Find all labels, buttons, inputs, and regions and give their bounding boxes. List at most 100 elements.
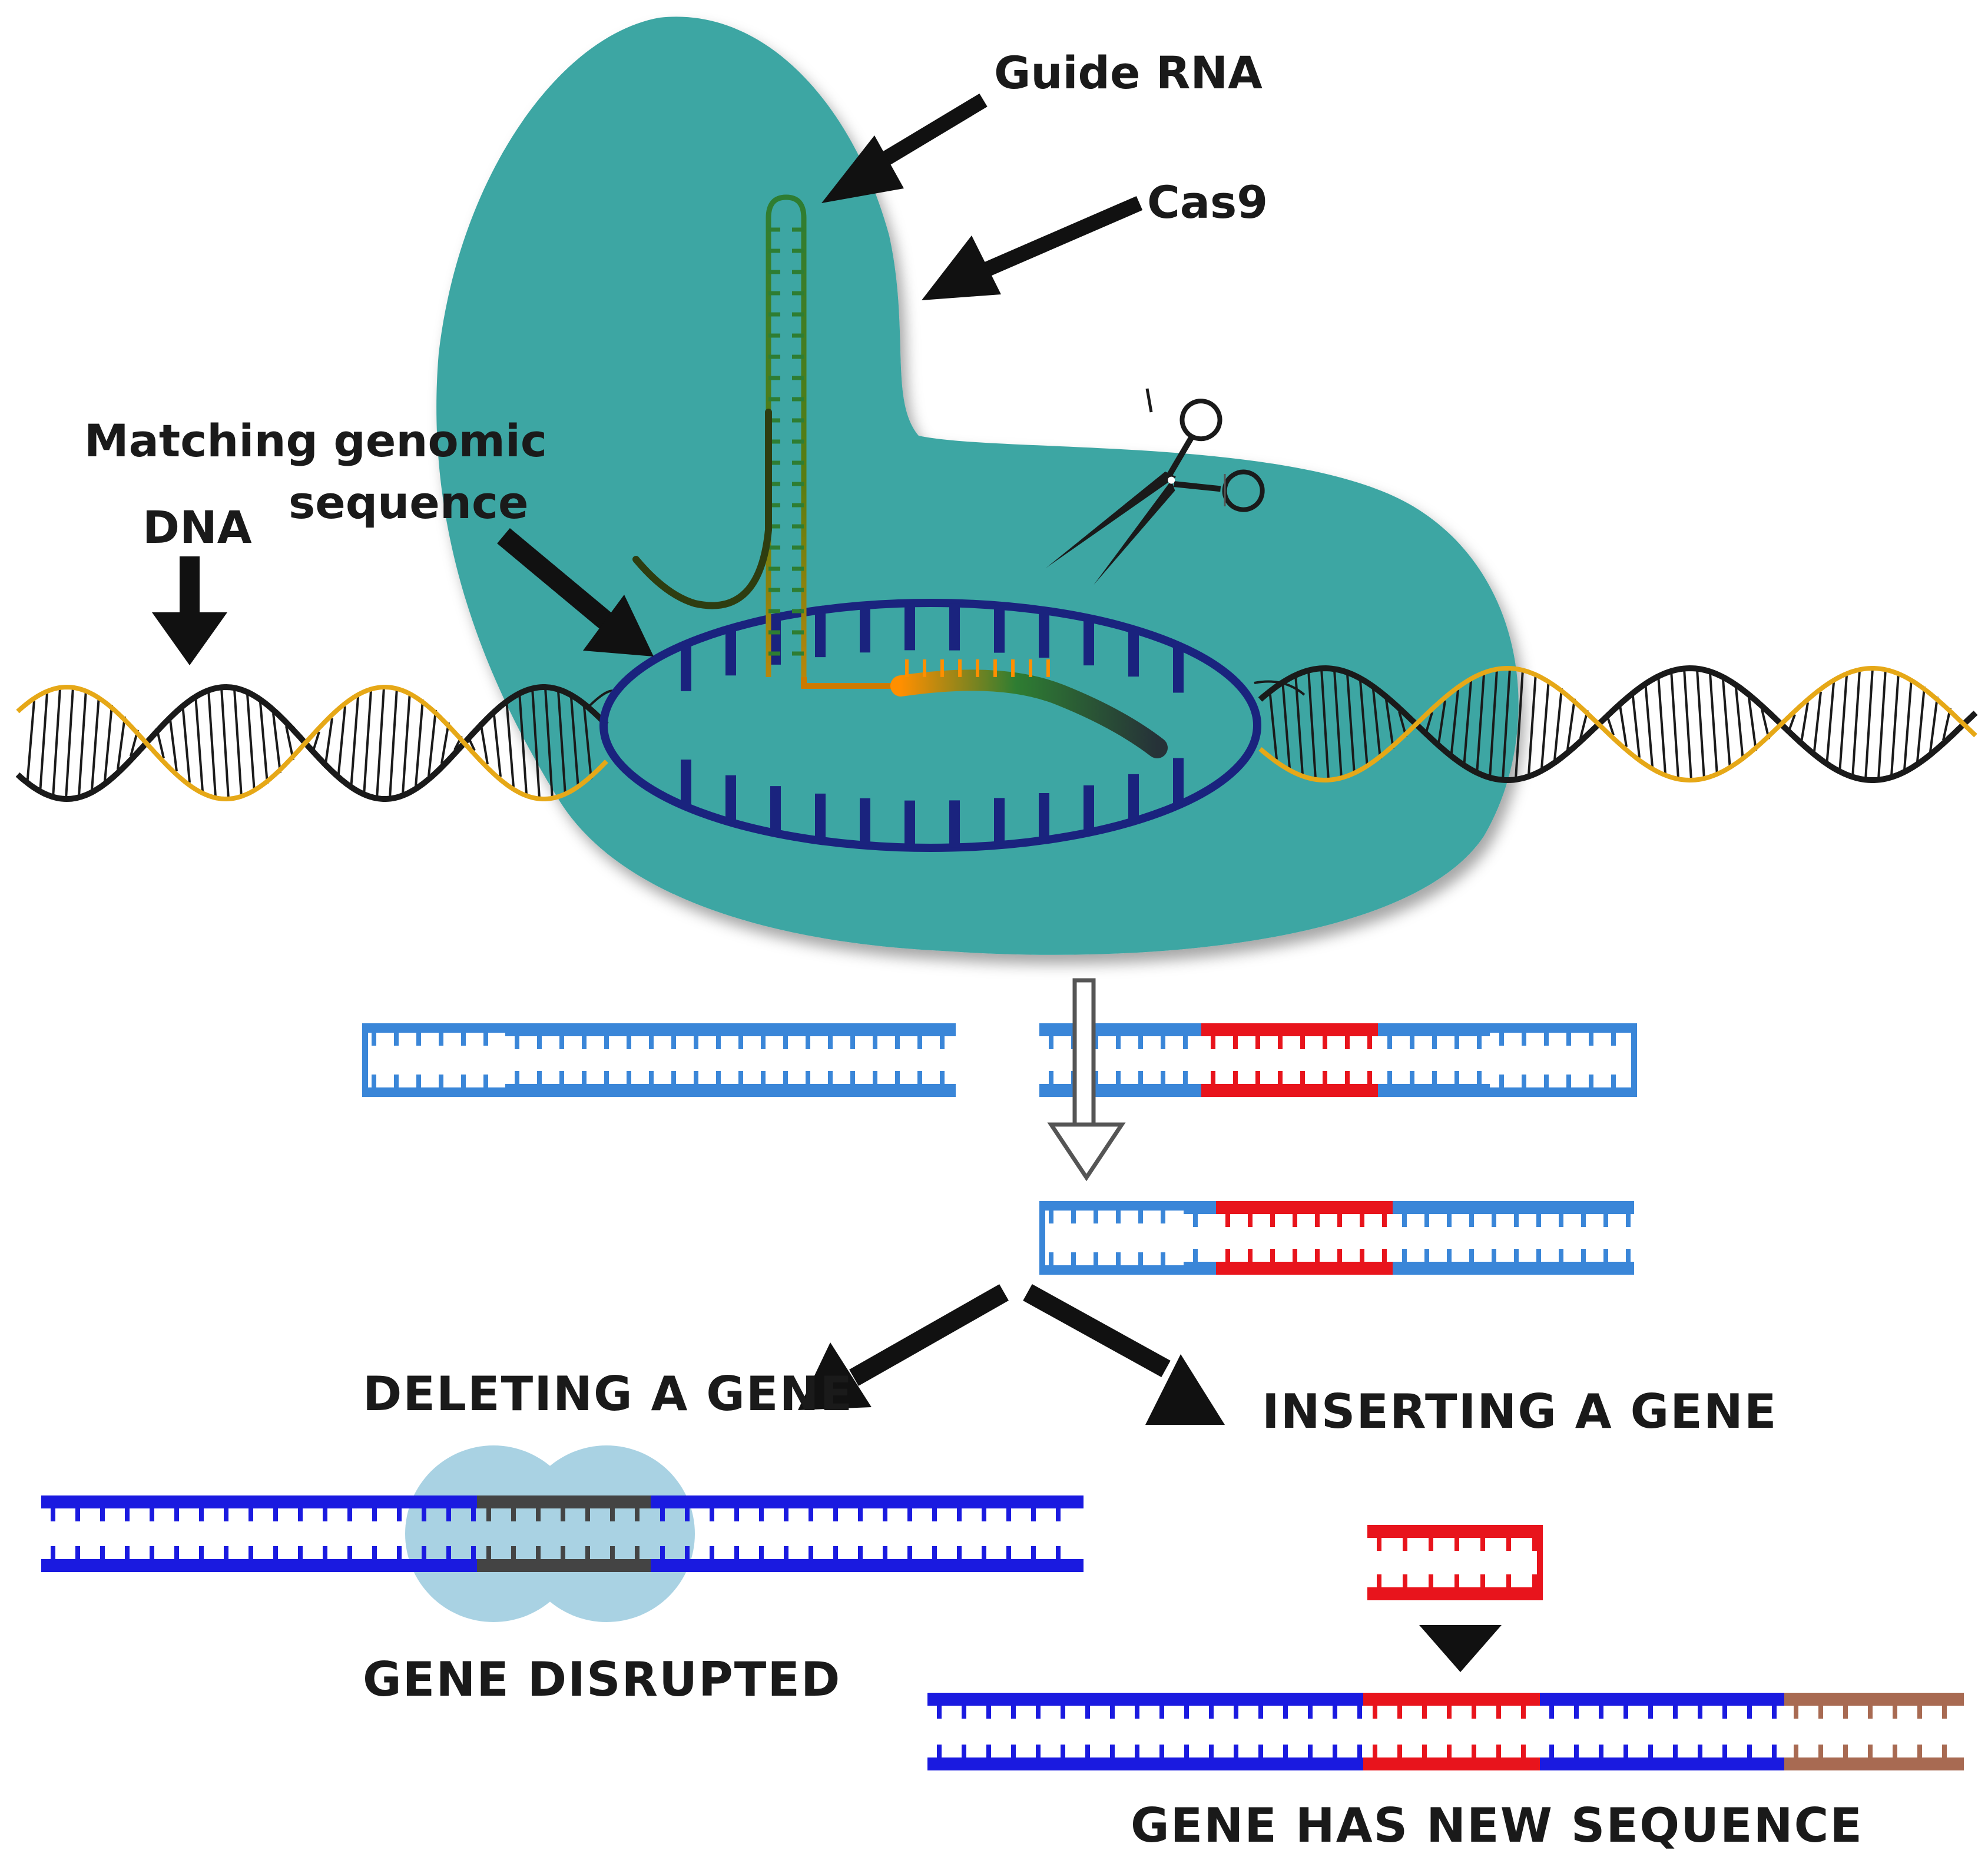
base-pair bbox=[1372, 689, 1381, 760]
base-pair bbox=[1800, 702, 1809, 747]
arrow-cas9 bbox=[922, 196, 1143, 300]
base-pair bbox=[324, 718, 333, 768]
label-inserting-gene: INSERTING A GENE bbox=[1262, 1384, 1777, 1439]
base-pair bbox=[531, 688, 541, 798]
label-deleting-gene: DELETING A GENE bbox=[363, 1367, 853, 1421]
base-pair bbox=[259, 702, 269, 784]
base-pair bbox=[1735, 687, 1744, 761]
dna-strand-top bbox=[1393, 1201, 1634, 1214]
arrow-to-deleting bbox=[798, 1284, 1009, 1410]
label-matching-line1: Matching genomic bbox=[84, 414, 547, 467]
disrupted-dna bbox=[41, 1495, 1084, 1572]
base-pair bbox=[26, 701, 35, 785]
base-pair bbox=[78, 689, 87, 797]
cut-dna-right bbox=[1039, 1023, 1637, 1097]
label-guide-rna: Guide RNA bbox=[994, 47, 1263, 99]
base-pair bbox=[194, 694, 204, 792]
dna-strand-bottom bbox=[362, 1087, 506, 1097]
base-pair bbox=[1890, 672, 1900, 777]
dna-strand-bottom bbox=[1367, 1587, 1543, 1600]
base-pair bbox=[1864, 668, 1874, 780]
arrow-dna bbox=[152, 556, 227, 665]
base-pair bbox=[1929, 696, 1939, 752]
dna-backbone bbox=[1258, 665, 1978, 784]
dna-strand-top bbox=[1378, 1023, 1490, 1036]
scissors-icon bbox=[1046, 399, 1265, 585]
arrow-to-inserting bbox=[1023, 1284, 1225, 1425]
base-pair bbox=[1307, 669, 1317, 779]
dna-strand-top bbox=[1490, 1023, 1637, 1033]
cas9-protein bbox=[436, 16, 1519, 955]
dna-strand-bottom bbox=[477, 1559, 651, 1572]
dna-end-cap bbox=[1631, 1023, 1637, 1097]
dna-strand-top bbox=[1201, 1023, 1378, 1036]
dna-strand-top bbox=[1363, 1693, 1540, 1706]
base-pair bbox=[428, 709, 437, 777]
base-pair bbox=[1515, 669, 1524, 780]
base-pair bbox=[91, 695, 100, 791]
dna-strand-bottom bbox=[41, 1559, 477, 1572]
base-pair bbox=[1281, 680, 1291, 768]
base-pair bbox=[1618, 701, 1628, 747]
base-pair bbox=[1631, 690, 1641, 758]
base-pair bbox=[1437, 700, 1446, 748]
dna-backbone bbox=[16, 684, 608, 802]
dna-strand-bottom bbox=[1378, 1084, 1490, 1097]
dna-strand-top bbox=[362, 1023, 506, 1033]
base-pair bbox=[544, 687, 554, 799]
base-pair bbox=[1489, 669, 1498, 779]
base-pair bbox=[557, 690, 566, 796]
base-pair bbox=[1553, 688, 1563, 761]
dna-strand-bottom bbox=[1216, 1262, 1393, 1275]
base-pair bbox=[117, 716, 126, 770]
base-pair bbox=[1540, 679, 1550, 769]
base-pair bbox=[220, 687, 230, 800]
dna-strand-bottom bbox=[1363, 1757, 1540, 1770]
arrow-guide-rna bbox=[821, 93, 988, 203]
base-pair bbox=[402, 692, 411, 794]
base-pair bbox=[1333, 669, 1343, 779]
triangle-down-icon bbox=[1419, 1625, 1502, 1672]
hollow-down-arrow-icon bbox=[1047, 978, 1126, 1182]
dna-strand-bottom bbox=[927, 1757, 1363, 1770]
base-pair bbox=[65, 687, 74, 799]
dna-strand-bottom bbox=[1490, 1087, 1637, 1097]
dna-strand-top bbox=[477, 1495, 651, 1508]
dna-strand-bottom bbox=[1201, 1084, 1378, 1097]
base-pair bbox=[272, 713, 281, 773]
dna-strand-top bbox=[927, 1693, 1363, 1706]
dna-strand-top bbox=[1216, 1201, 1393, 1214]
dna-end-cap bbox=[1537, 1525, 1543, 1600]
new-sequence-dna bbox=[927, 1693, 1964, 1770]
target-dna-bubble bbox=[599, 599, 1261, 852]
base-pair bbox=[337, 706, 346, 780]
cut-dna-left bbox=[362, 1023, 956, 1097]
base-pair bbox=[246, 694, 256, 792]
base-pair bbox=[505, 699, 515, 787]
base-pair bbox=[389, 688, 398, 798]
base-pair bbox=[1683, 668, 1692, 781]
donor-dna-fragment bbox=[1367, 1525, 1543, 1600]
base-pair bbox=[440, 722, 450, 764]
base-pair bbox=[1670, 670, 1679, 778]
dna-strand-bottom bbox=[505, 1084, 956, 1097]
dna-strand-top bbox=[1367, 1525, 1543, 1538]
base-pair bbox=[1709, 672, 1718, 776]
base-pair bbox=[1722, 679, 1731, 770]
dna-strand-connector-right bbox=[1254, 680, 1306, 696]
base-pair bbox=[363, 690, 372, 796]
base-pair bbox=[479, 721, 489, 765]
dna-strand-top bbox=[651, 1495, 1084, 1508]
base-pair bbox=[1450, 689, 1459, 759]
dna-backbone bbox=[1258, 665, 1977, 783]
base-pair bbox=[1851, 670, 1861, 778]
dna-helix-right bbox=[1258, 665, 1978, 784]
label-dna: DNA bbox=[143, 501, 252, 553]
dna-helix-left bbox=[15, 684, 609, 803]
base-pair bbox=[168, 714, 178, 772]
base-pair bbox=[1385, 699, 1394, 749]
guide-rna bbox=[632, 194, 1168, 758]
dna-strand-bottom bbox=[1784, 1757, 1964, 1770]
base-pair bbox=[1268, 688, 1278, 760]
